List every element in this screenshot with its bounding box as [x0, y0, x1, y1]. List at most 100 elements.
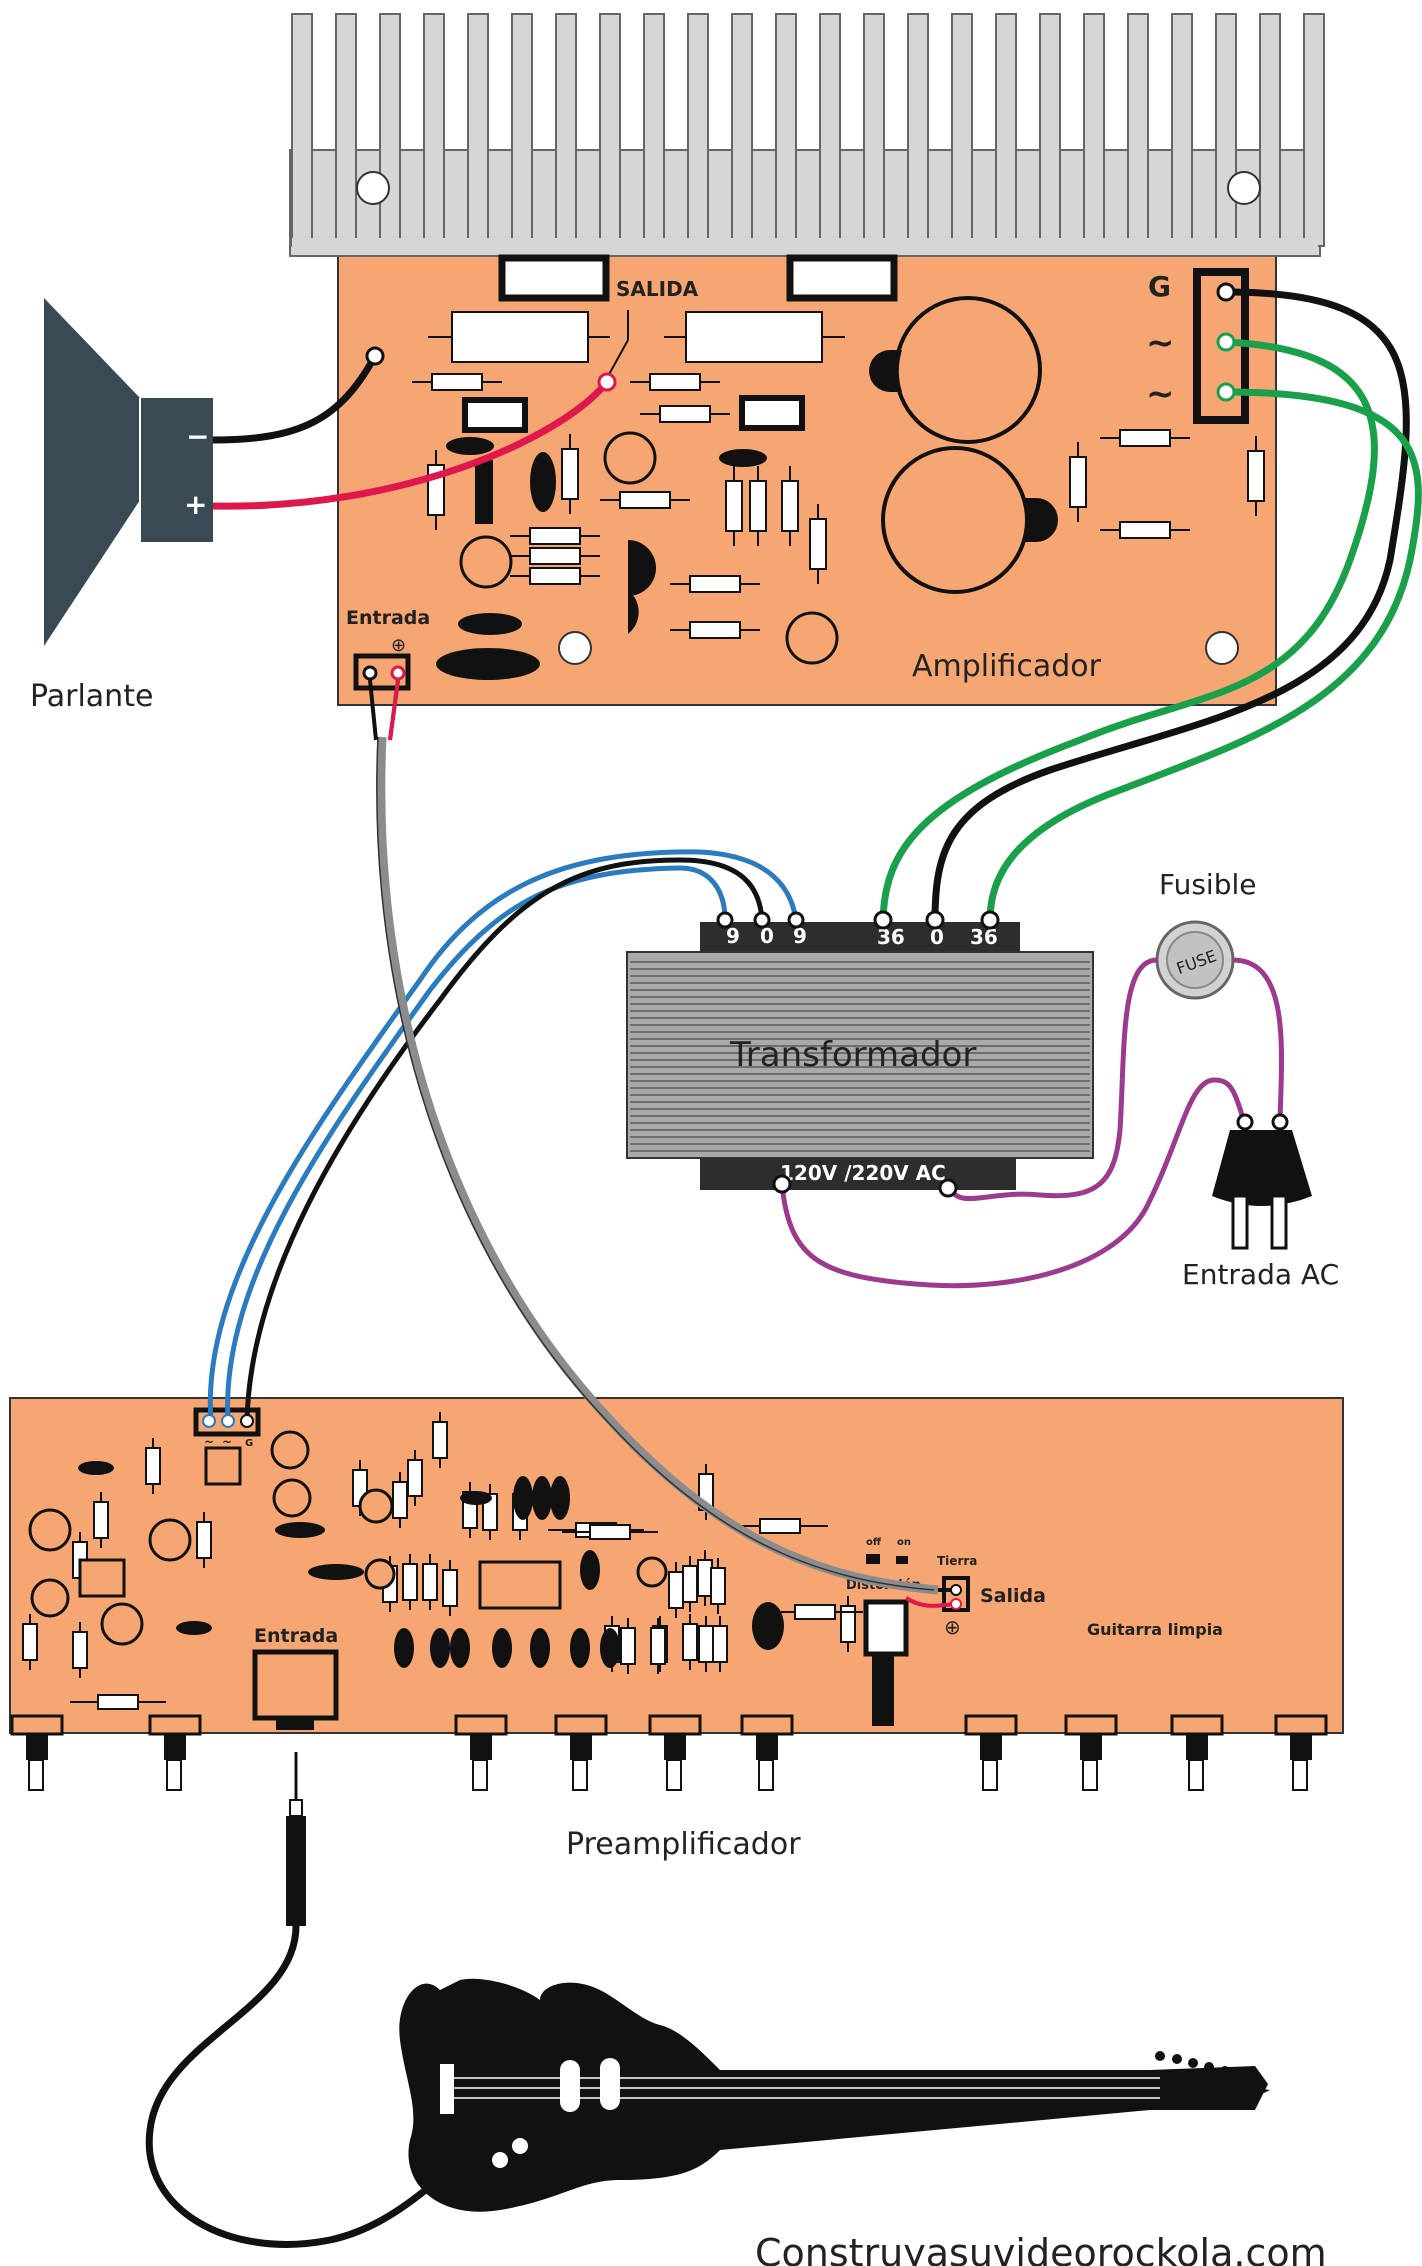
distortion-switch — [863, 1599, 909, 1657]
heatsink-fin — [379, 13, 401, 247]
potentiometer — [1274, 1714, 1328, 1791]
tap-0a: 0 — [760, 924, 774, 948]
mount-hole — [356, 171, 390, 205]
transformer: Transformador 9 0 9 36 0 36 120V /220V A… — [626, 922, 1094, 1190]
heatsink-fin — [995, 13, 1017, 247]
clean-guitar-label: Guitarra limpia — [1087, 1620, 1223, 1639]
power-transistor — [786, 254, 898, 302]
watermark: Construyasuvideorockola.com — [755, 2231, 1327, 2266]
mains-wire — [1232, 957, 1285, 1121]
heatsink-fin — [731, 13, 753, 247]
filter-capacitor — [869, 296, 1042, 444]
resistor — [840, 1605, 856, 1643]
resistor — [710, 1567, 726, 1605]
resistor — [650, 1627, 666, 1665]
potentiometer — [964, 1714, 1018, 1791]
heatsink-fin — [291, 13, 313, 247]
amp-input-polarity: ⊕ — [391, 635, 406, 656]
ground-label: Tierra — [937, 1554, 977, 1568]
resistor — [1119, 429, 1171, 447]
resistor — [432, 1421, 448, 1459]
switch-on-label: on — [897, 1537, 911, 1548]
speaker-label: Parlante — [30, 679, 153, 714]
potentiometer — [554, 1714, 608, 1791]
speaker-plus-label: + — [184, 488, 207, 521]
capacitor — [785, 611, 839, 665]
heatsink-fin — [819, 13, 841, 247]
resistor — [649, 373, 701, 391]
guitar — [399, 1978, 1270, 2212]
primary-label: 120V /220V AC — [780, 1161, 946, 1185]
preamp-wire-ground — [244, 857, 765, 1422]
power-wire-ac2 — [986, 388, 1422, 921]
potentiometer — [1064, 1714, 1118, 1791]
preamp-input-label: Entrada — [254, 1625, 338, 1647]
preamp-output-label: Salida — [980, 1585, 1046, 1607]
mount-hole — [1227, 171, 1261, 205]
heatsink-fin — [1215, 13, 1237, 247]
heatsink-fin — [1127, 13, 1149, 247]
heatsink-fin — [1259, 13, 1281, 247]
tap-9b: 9 — [793, 924, 807, 948]
capacitor — [272, 1478, 312, 1518]
potentiometer — [648, 1714, 702, 1791]
mains-wire — [947, 957, 1158, 1202]
heatsink-fin — [1171, 13, 1193, 247]
mount-hole — [1205, 631, 1239, 665]
filter-capacitor — [881, 446, 1058, 594]
potentiometer — [454, 1714, 508, 1791]
heatsink-fin — [555, 13, 577, 247]
heatsink-fin — [643, 13, 665, 247]
guitar-jack-plug — [286, 1752, 306, 1926]
resistor — [589, 1524, 631, 1540]
fuse-label: Fusible — [1159, 868, 1256, 901]
capacitor — [364, 1558, 396, 1590]
tap-36b: 36 — [970, 925, 998, 949]
ic-chip — [478, 1560, 562, 1610]
resistor — [1247, 450, 1265, 502]
heatsink-fin — [423, 13, 445, 247]
resistor — [402, 1563, 418, 1601]
resistor — [794, 1604, 836, 1620]
heatsink-fin — [599, 13, 621, 247]
capacitor — [358, 1488, 394, 1524]
capacitor — [603, 431, 657, 485]
heatsink-fin — [863, 13, 885, 247]
resistor — [619, 491, 671, 509]
preamp-pin-ac2: ~ — [222, 1435, 232, 1449]
transformer-label: Transformador — [729, 1035, 976, 1075]
heatsink-fin — [1303, 13, 1325, 247]
regulator — [204, 1446, 242, 1486]
heatsink-fin — [467, 13, 489, 247]
input-jack — [252, 1649, 339, 1721]
resistor — [698, 1625, 714, 1663]
resistor — [442, 1569, 458, 1607]
capacitor — [28, 1508, 72, 1552]
resistor — [431, 373, 483, 391]
ac-plug — [1212, 1130, 1312, 1250]
tap-0b: 0 — [930, 925, 944, 949]
resistor — [145, 1447, 161, 1485]
signal-cable — [376, 736, 939, 1595]
power-ac2-label: ~ — [1146, 374, 1175, 414]
heatsink-fin — [775, 13, 797, 247]
capacitor — [459, 535, 513, 589]
fuse: FUSE — [1155, 920, 1235, 1000]
heatsink-fin — [1083, 13, 1105, 247]
resistor — [22, 1623, 38, 1661]
preamp-wire-ac1 — [207, 849, 799, 1422]
power-transistor — [498, 254, 610, 302]
resistor — [809, 518, 827, 570]
resistor — [1069, 456, 1087, 508]
tap-9a: 9 — [726, 924, 740, 948]
resistor — [422, 1563, 438, 1601]
speaker-wire-positive — [212, 379, 610, 510]
potentiometer — [148, 1714, 202, 1791]
resistor — [725, 480, 743, 532]
speaker-wire-negative — [212, 354, 379, 444]
speaker: − + — [44, 298, 213, 646]
amplifier-board: SALIDA G ~ ~ Entrada ⊕ Amplificador — [289, 13, 1325, 706]
capacitor — [270, 1430, 310, 1470]
resistor — [749, 480, 767, 532]
